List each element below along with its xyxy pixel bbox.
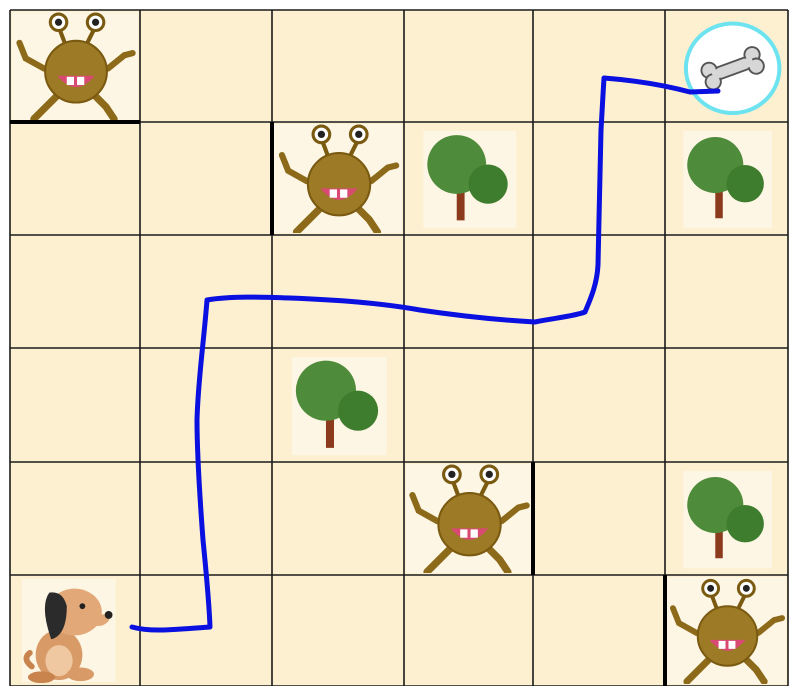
monster-icon: [12, 12, 138, 120]
bone-icon: [686, 23, 779, 113]
monster-icon: [274, 124, 402, 233]
monster-icon: [667, 577, 786, 684]
tree-icon: [683, 131, 772, 228]
tree-icon: [683, 471, 772, 568]
tree-icon: [292, 357, 387, 455]
tree-icon: [423, 131, 516, 228]
dog-icon: [22, 579, 116, 683]
monster-icon: [406, 464, 531, 573]
